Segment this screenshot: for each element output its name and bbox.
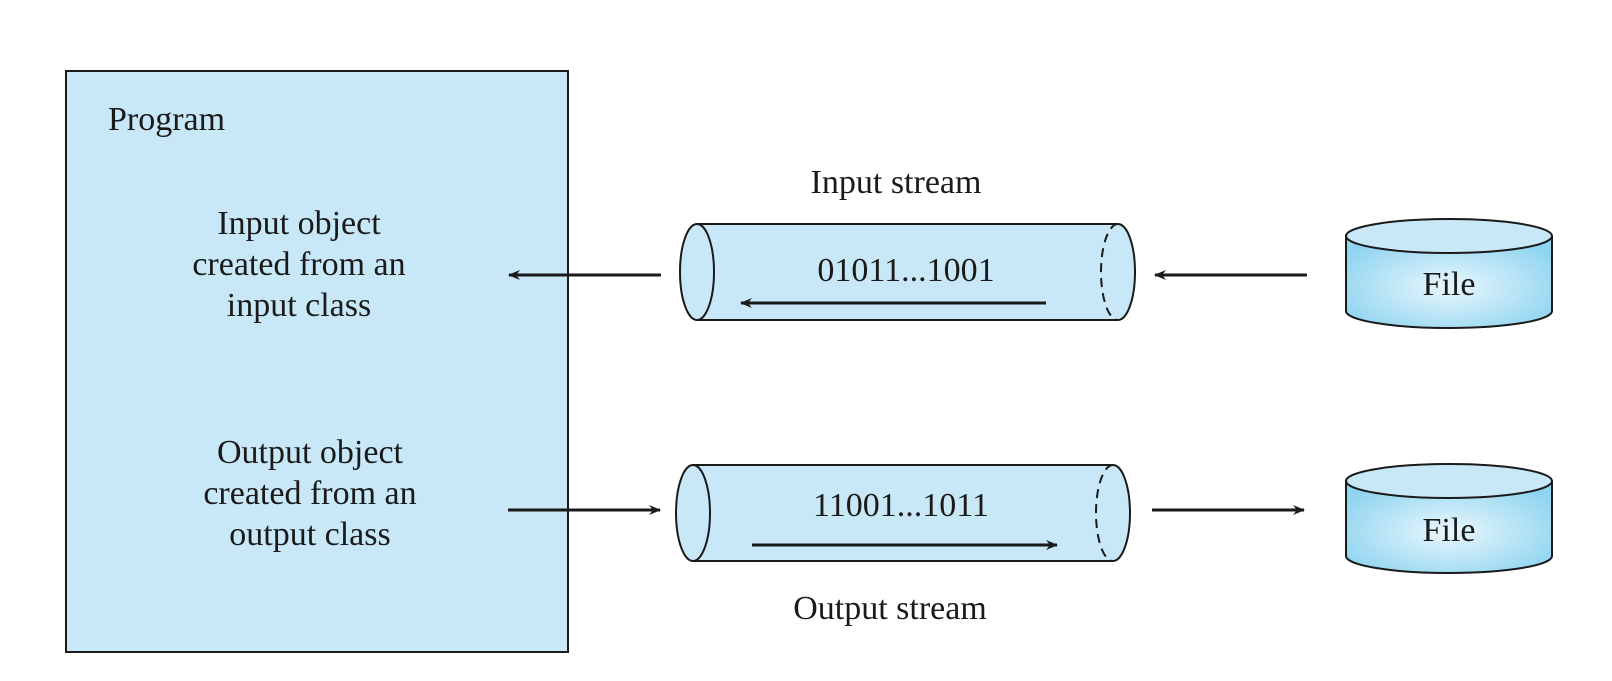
input-file-cylinder: File	[1345, 218, 1553, 329]
output-object-label: Output object created from an output cla…	[203, 434, 416, 553]
output-stream-label: Output stream	[793, 590, 987, 627]
input-object-label: Input object created from an input class	[192, 205, 405, 324]
input-stream-pipe: 01011...1001	[679, 223, 1136, 321]
program-box: Program Input object created from an inp…	[65, 70, 569, 653]
input-stream-label: Input stream	[811, 164, 982, 201]
input-object-line-1: Input object	[217, 205, 381, 242]
output-stream-bits: 11001...1011	[813, 487, 989, 524]
input-stream-bits: 01011...1001	[817, 252, 994, 289]
output-object-line-2: created from an	[203, 475, 416, 512]
input-file-label: File	[1423, 266, 1476, 303]
output-object-line-3: output class	[229, 516, 390, 553]
program-title: Program	[108, 101, 225, 138]
output-stream-pipe: 11001...1011	[675, 464, 1131, 562]
output-file-label: File	[1423, 512, 1476, 549]
input-object-line-3: input class	[227, 287, 371, 324]
input-object-line-2: created from an	[192, 246, 405, 283]
output-file-cylinder: File	[1345, 463, 1553, 574]
program-box-rect	[65, 70, 569, 653]
output-object-line-1: Output object	[217, 434, 404, 471]
